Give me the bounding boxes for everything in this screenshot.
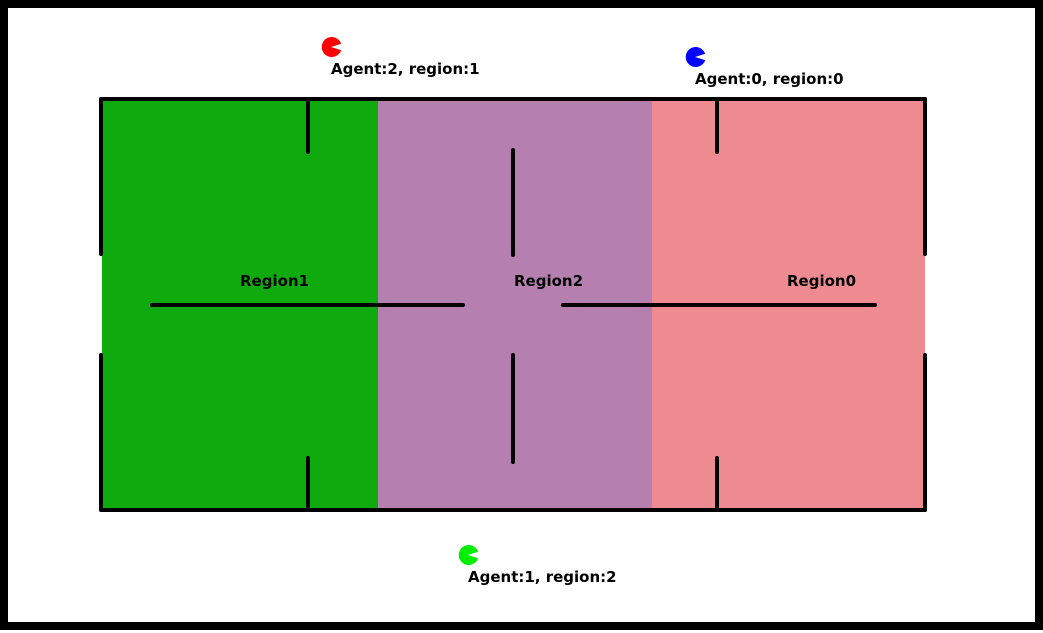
pacman-icon	[458, 545, 479, 565]
agent-2-label: Agent:2, region:1	[331, 60, 480, 78]
agent-2: Agent:2, region:1	[321, 36, 480, 78]
pacman-icon	[685, 46, 706, 67]
region-1-label: Region1	[240, 272, 309, 290]
agent-0: Agent:0, region:0	[685, 46, 844, 88]
agent-1: Agent:1, region:2	[458, 545, 617, 586]
region-0-label: Region0	[787, 272, 856, 290]
agent-0-label: Agent:0, region:0	[695, 70, 844, 88]
maze-walls	[99, 97, 927, 512]
pacman-icon	[321, 36, 342, 57]
region-2-label: Region2	[514, 272, 583, 290]
agent-1-label: Agent:1, region:2	[468, 568, 617, 586]
